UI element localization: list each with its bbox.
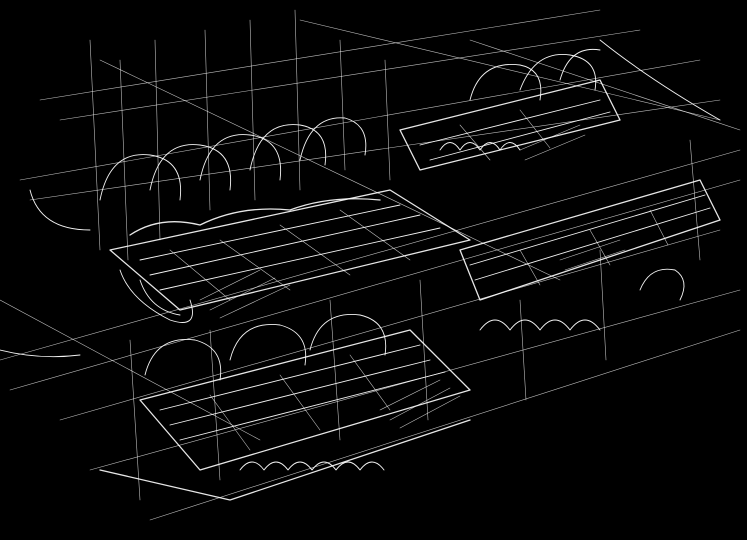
plaza-right-middle xyxy=(459,179,721,331)
hatching-accents xyxy=(0,39,721,429)
tree-canopy-upper-left xyxy=(99,117,381,236)
tree-canopy-lower-left xyxy=(99,313,471,501)
plaza-upper-left xyxy=(109,189,471,323)
tree-canopy-upper-right xyxy=(399,48,621,171)
vertical-lines xyxy=(89,9,701,501)
